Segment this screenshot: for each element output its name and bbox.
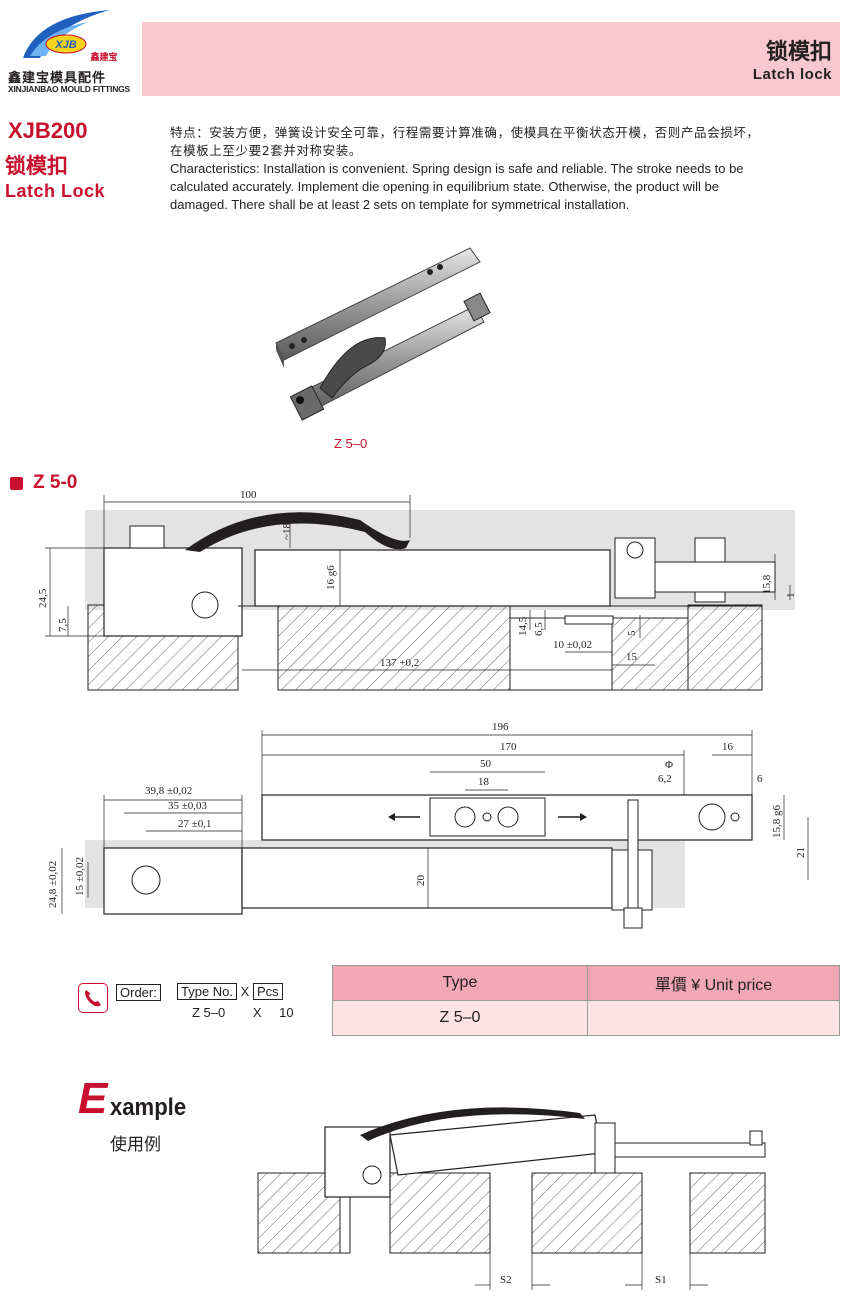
example-title-cn: 使用例 xyxy=(110,1135,161,1155)
dim-16: 16 xyxy=(722,741,734,753)
product-photo xyxy=(275,247,491,421)
dim-24-8: 24,8 ±0,02 xyxy=(47,861,59,908)
product-description: 特点：安装方便，弹簧设计安全可靠，行程需要计算准确，使模具在平衡状态开模，否则产… xyxy=(170,124,770,214)
pcs-label: Pcs xyxy=(252,983,283,1000)
top-view-drawing: 196 170 50 18 16 Φ 6,2 6 39,8 ±0,02 35 ±… xyxy=(47,721,809,929)
dim-35: 35 ±0,03 xyxy=(168,800,208,812)
dim-27: 27 ±0,1 xyxy=(178,818,212,830)
price-cell-type: Z 5–0 xyxy=(332,1000,588,1036)
price-header-unit-price: 單價 ¥ Unit price xyxy=(587,965,840,1001)
description-en: Characteristics: Installation is conveni… xyxy=(170,161,744,212)
type-no-label: Type No. xyxy=(177,983,238,1000)
logo-small-text: 鑫建宝 xyxy=(89,51,117,63)
description-cn: 特点：安装方便，弹簧设计安全可靠，行程需要计算准确，使模具在平衡状态开模，否则产… xyxy=(170,125,760,158)
product-name-cn: 锁模扣 xyxy=(5,154,68,178)
header-title-en: Latch lock xyxy=(752,66,832,83)
dim-24-5: 24,5 xyxy=(37,588,49,608)
dim-10: 10 ±0,02 xyxy=(553,639,592,651)
table-row: Z 5–0 xyxy=(332,1000,840,1036)
dim-15: 15 ±0,02 xyxy=(74,857,86,896)
example-title: xample xyxy=(110,1094,187,1121)
product-code: XJB200 xyxy=(8,118,88,143)
dim-20: 20 xyxy=(415,875,427,887)
photo-caption: Z 5–0 xyxy=(334,436,368,451)
dim-1: 1 xyxy=(785,593,797,599)
dim-21: 21 xyxy=(795,847,807,858)
order-x-label: X xyxy=(240,984,250,999)
logo-mark: XJB 鑫建宝 xyxy=(23,10,118,63)
header-band xyxy=(142,22,840,96)
dim-14-5: 14,5 xyxy=(517,616,529,636)
dim-s1: S1 xyxy=(655,1274,667,1286)
section-title: Z 5-0 xyxy=(10,472,77,494)
dim-170: 170 xyxy=(500,741,517,753)
logo-mark-text: XJB xyxy=(54,39,76,51)
order-x-value: X xyxy=(252,1005,262,1020)
section-bullet xyxy=(10,476,23,490)
dim-39-8: 39,8 ±0,02 xyxy=(145,785,192,797)
order-type-value: Z 5–0 xyxy=(192,1005,226,1020)
dim-16g6: 16 g6 xyxy=(325,565,337,590)
dim-18-top: 18 xyxy=(478,776,490,788)
dim-phi: Φ xyxy=(665,759,673,771)
dim-7-5: 7,5 xyxy=(57,618,69,632)
dim-15: 15 xyxy=(626,651,638,663)
dim-15-8g6: 15,8 g6 xyxy=(771,805,783,839)
dim-18: ~18 xyxy=(281,523,293,540)
dim-6-5: 6,5 xyxy=(533,622,545,636)
dim-50: 50 xyxy=(480,758,492,770)
header-title-cn: 锁模扣 xyxy=(765,40,832,65)
example-title-initial: E xyxy=(78,1074,108,1123)
side-view-drawing: 100 ~18 16 g6 24,5 7,5 137 +0,2 14,5 6,5… xyxy=(37,490,797,691)
price-header-type: Type xyxy=(332,965,588,1001)
price-cell-price xyxy=(587,1000,840,1036)
logo: XJB 鑫建宝 xyxy=(18,6,118,64)
dim-6-2: 6,2 xyxy=(658,773,672,785)
product-name-en: Latch Lock xyxy=(5,181,106,201)
dim-15-8: 15,8 xyxy=(761,574,773,594)
section-title-text: Z 5-0 xyxy=(33,472,78,493)
order-example: Z 5–0 X 10 xyxy=(192,1005,294,1020)
dim-s2: S2 xyxy=(500,1274,512,1286)
dim-137: 137 +0,2 xyxy=(380,657,419,669)
brand-name-en: XINJIANBAO MOULD FITTINGS xyxy=(8,84,131,94)
order-label: Order: xyxy=(116,984,161,1001)
dim-6: 6 xyxy=(757,773,763,785)
example-drawing: S2 S1 xyxy=(257,1107,766,1290)
dim-5: 5 xyxy=(626,630,638,636)
dim-100: 100 xyxy=(240,490,257,501)
order-fields: Type No. X Pcs xyxy=(177,983,283,1000)
price-table: Type 單價 ¥ Unit price Z 5–0 xyxy=(332,965,840,1036)
order-pcs-value: 10 xyxy=(279,1005,294,1020)
brand-name-cn: 鑫建宝模具配件 xyxy=(8,71,107,86)
phone-icon xyxy=(78,983,108,1013)
order-label-text: Order: xyxy=(116,984,161,1001)
dim-196: 196 xyxy=(492,721,509,733)
